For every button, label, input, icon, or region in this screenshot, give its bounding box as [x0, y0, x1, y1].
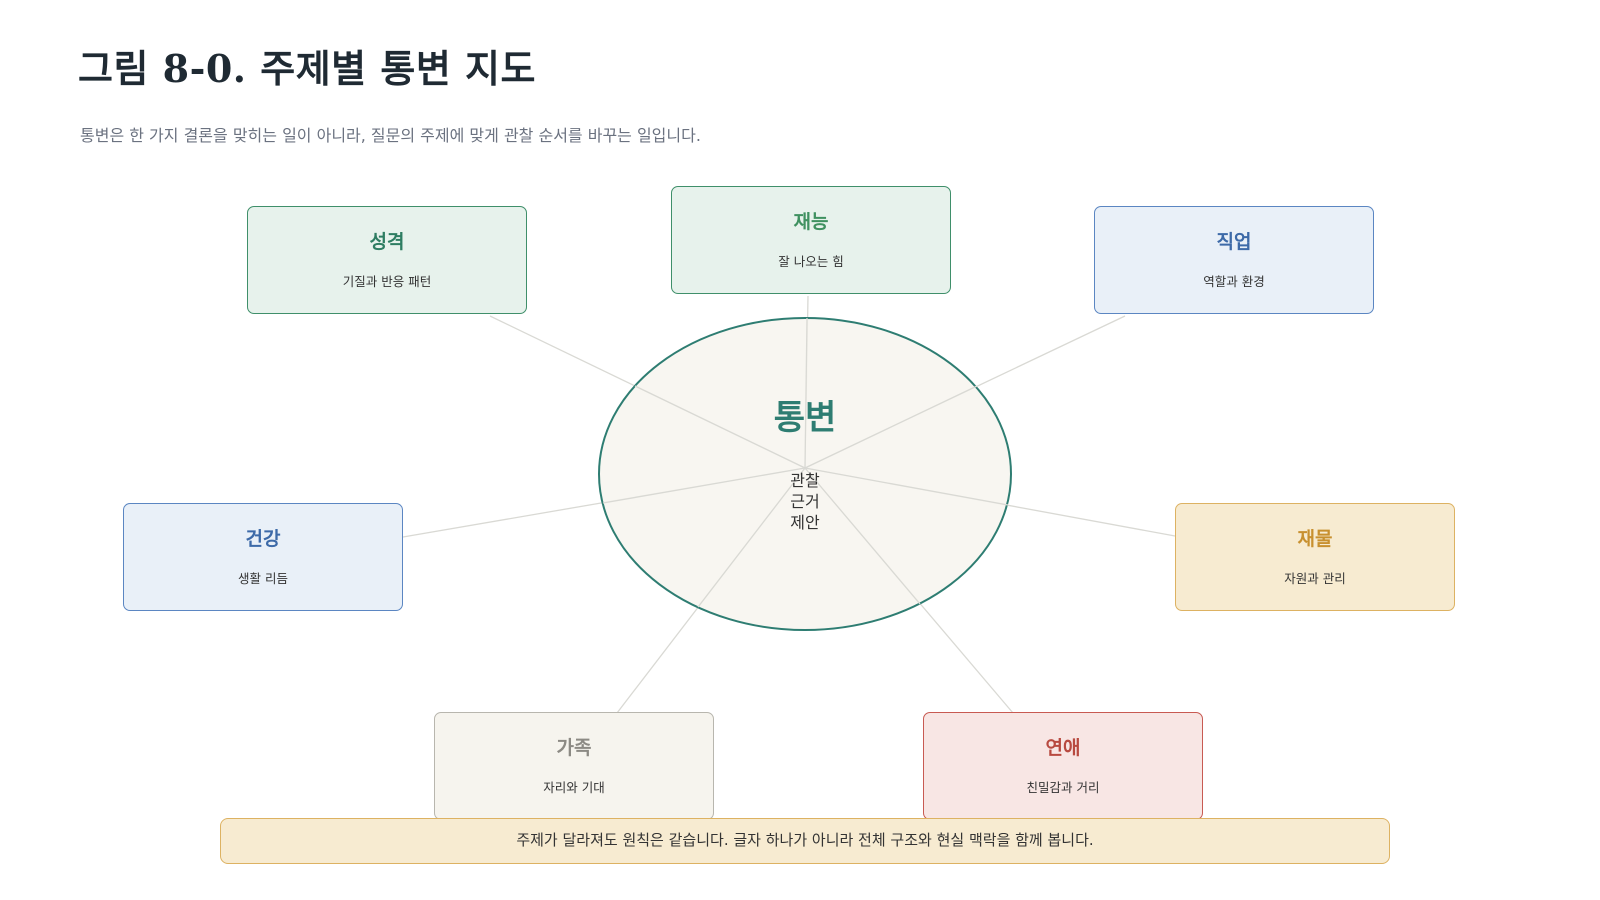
node-wealth: 재물 자원과 관리 — [1175, 503, 1455, 611]
node-label: 성격 — [369, 231, 405, 253]
node-description: 기질과 반응 패턴 — [342, 274, 432, 289]
node-label: 직업 — [1216, 231, 1252, 253]
node-description: 잘 나오는 힘 — [778, 254, 844, 269]
node-label: 재능 — [793, 211, 829, 233]
node-talent: 재능 잘 나오는 힘 — [671, 186, 951, 294]
center-keyword: 제안 — [790, 513, 820, 532]
node-family: 가족 자리와 기대 — [434, 712, 714, 820]
connector-career-inner — [804, 385, 978, 469]
node-career: 직업 역할과 환경 — [1094, 206, 1374, 314]
connector-health-inner — [602, 467, 806, 504]
connector-family-inner — [697, 467, 806, 608]
center-keywords: 관찰 근거 제안 — [740, 470, 870, 533]
connector-talent-inner — [804, 317, 808, 469]
node-romance: 연애 친밀감과 거리 — [923, 712, 1203, 820]
node-description: 자리와 기대 — [543, 780, 605, 795]
principle-banner: 주제가 달라져도 원칙은 같습니다. 글자 하나가 아니라 전체 구조와 현실 … — [220, 818, 1390, 864]
node-description: 친밀감과 거리 — [1026, 780, 1100, 795]
center-title: 통변 — [773, 398, 837, 438]
node-health: 건강 생활 리듬 — [123, 503, 403, 611]
center-keyword: 근거 — [790, 492, 820, 511]
node-label: 재물 — [1297, 528, 1333, 550]
node-personality: 성격 기질과 반응 패턴 — [247, 206, 527, 314]
figure-title: 그림 8-0. 주제별 통변 지도 — [78, 46, 536, 91]
node-description: 자원과 관리 — [1284, 571, 1346, 586]
connector-wealth-inner — [804, 467, 1009, 506]
connector-romance-inner — [804, 467, 921, 605]
figure-subtitle: 통변은 한 가지 결론을 맞히는 일이 아니라, 질문의 주제에 맞게 관찰 순… — [80, 126, 701, 145]
node-label: 가족 — [556, 737, 592, 759]
node-description: 생활 리듬 — [238, 571, 288, 586]
connector-personality-inner — [634, 385, 806, 469]
node-description: 역할과 환경 — [1203, 274, 1265, 289]
center-keyword: 관찰 — [790, 471, 820, 490]
node-label: 연애 — [1045, 737, 1081, 759]
center-ellipse — [598, 317, 1012, 631]
node-label: 건강 — [245, 528, 281, 550]
